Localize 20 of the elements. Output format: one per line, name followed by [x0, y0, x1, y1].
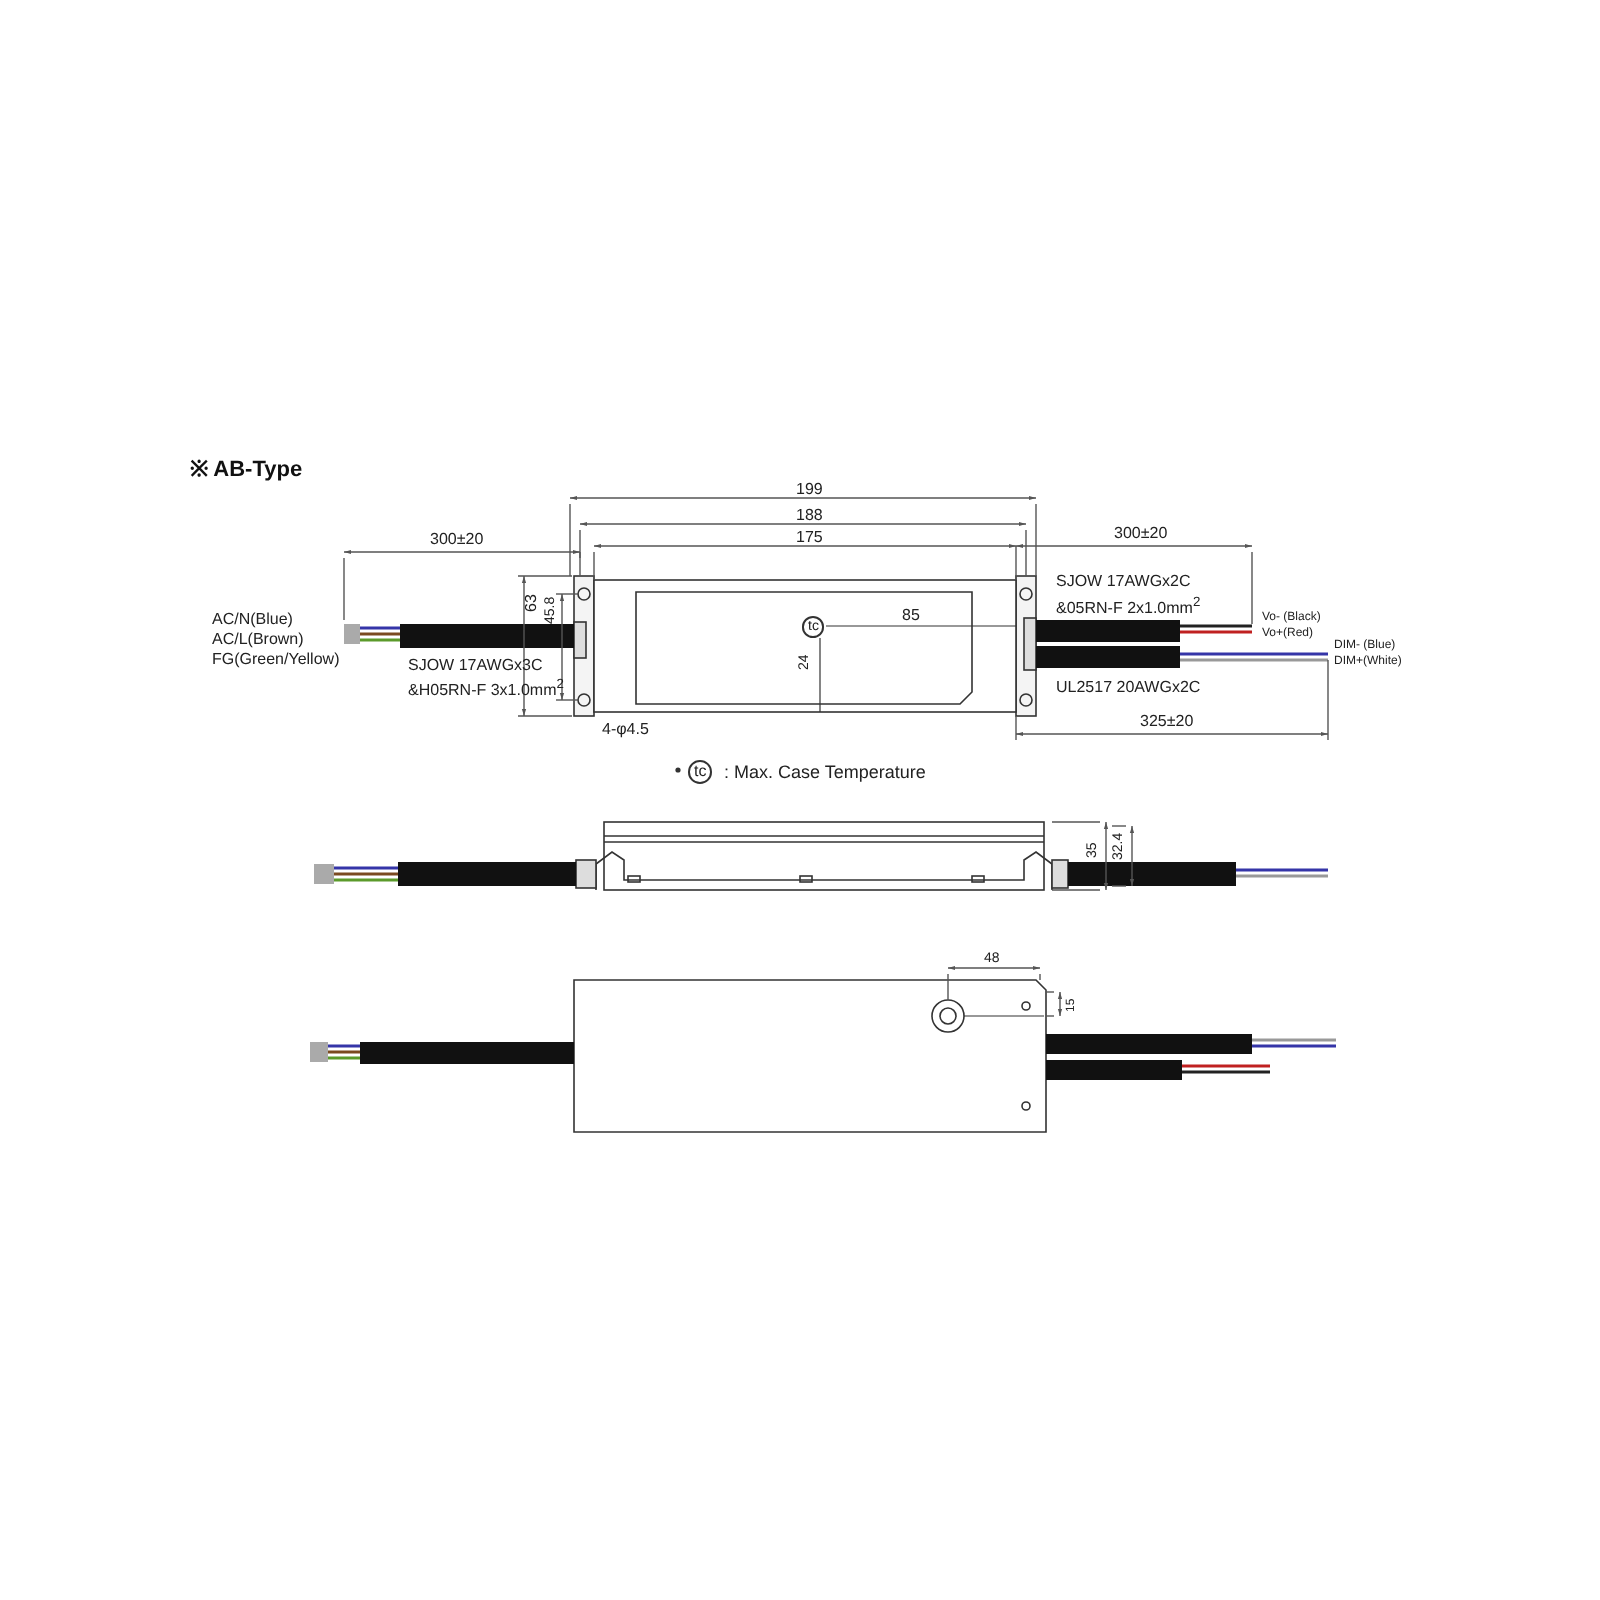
- drawing-label: 300±20: [1114, 526, 1168, 542]
- drawing-label: SJOW 17AWGx2C: [1056, 574, 1191, 590]
- drawing-label: 188: [796, 508, 823, 524]
- drawing-label: SJOW 17AWGx3C: [408, 658, 543, 674]
- temperature-point-symbol: tc: [688, 760, 713, 784]
- drawing-label: UL2517 20AWGx2C: [1056, 680, 1201, 696]
- drawing-label: &H05RN-F 3x1.0mm$^{2}$: [408, 680, 564, 700]
- drawing-label: FG(Green/Yellow): [212, 652, 340, 668]
- drawing-label: 300±20: [430, 532, 484, 548]
- drawing-label: &05RN-F 2x1.0mm$^{2}$: [1056, 598, 1201, 618]
- drawing-label: 175: [796, 530, 823, 546]
- drawing-label: 4-φ4.5: [602, 722, 649, 738]
- drawing-label: AC/N(Blue): [212, 612, 293, 628]
- drawing-label: : Max. Case Temperature: [724, 764, 926, 782]
- dimension-value: 63: [524, 594, 540, 612]
- drawing-label: AC/L(Brown): [212, 632, 304, 648]
- diagram-title: ※ AB-Type: [190, 456, 303, 482]
- drawing-label: 325±20: [1140, 714, 1194, 730]
- drawing-label: 199: [796, 482, 823, 498]
- drawing-label: 85: [902, 608, 920, 624]
